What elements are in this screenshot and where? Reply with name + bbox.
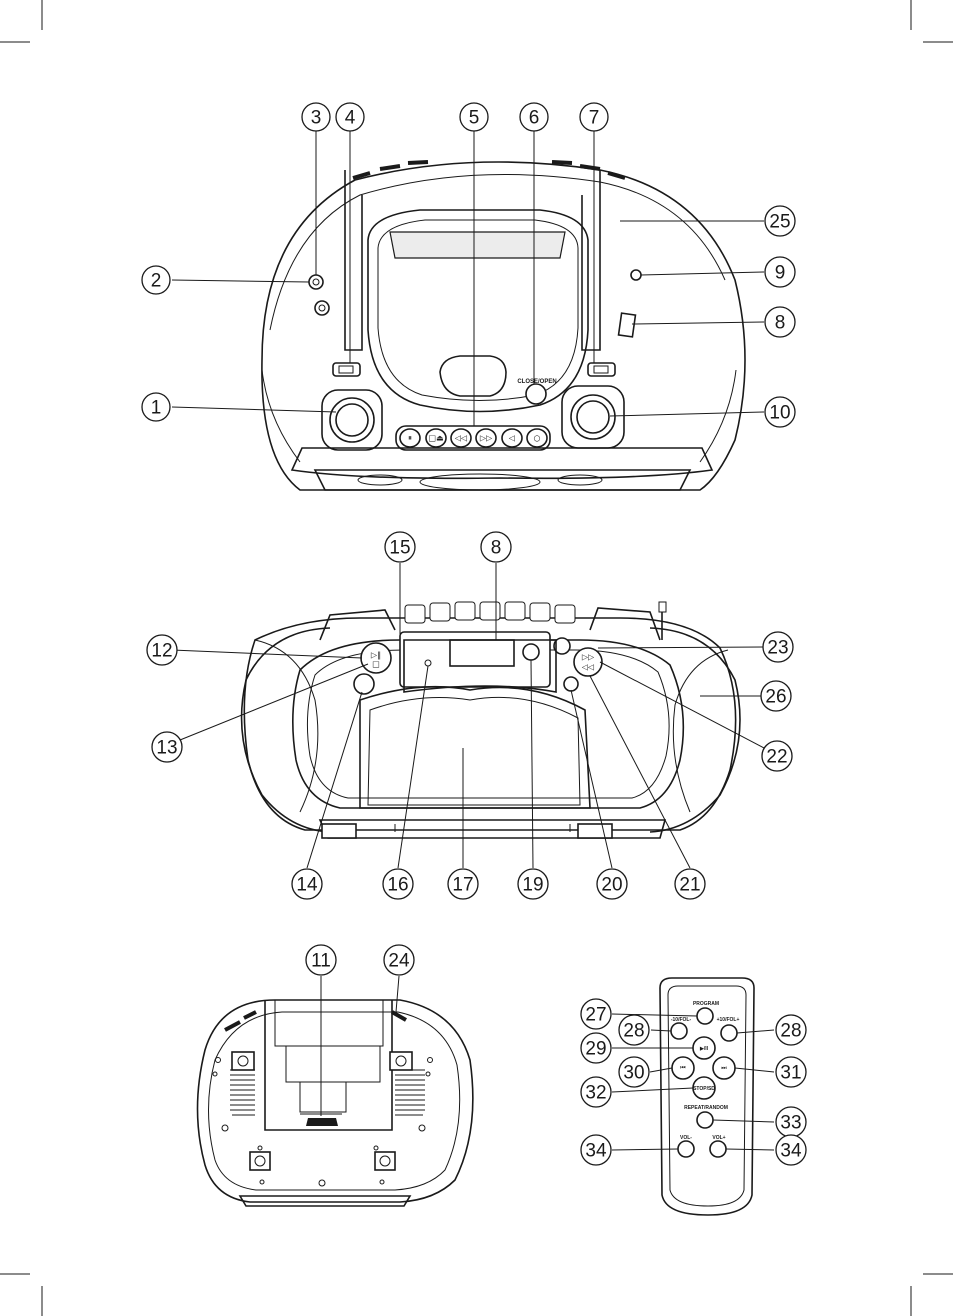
svg-text:6: 6	[529, 108, 540, 129]
callout-26: 26	[761, 681, 791, 711]
callout-8-top: 8	[765, 307, 795, 337]
callout-34-left: 34	[581, 1135, 611, 1165]
callout-6: 6	[520, 103, 548, 131]
svg-text:31: 31	[780, 1063, 801, 1084]
remote-control-drawing: PROGRAM -10/FOL- +10/FOL+ ▶/II ⏮ ⏭ STOP/…	[660, 978, 754, 1215]
program-label: PROGRAM	[693, 1001, 719, 1007]
svg-text:◁◁: ◁◁	[581, 663, 594, 672]
svg-text:21: 21	[679, 875, 700, 896]
transport-buttons: ⏸ □⏏ ◁◁ ▷▷ ◁ ○	[400, 429, 547, 447]
callout-13: 13	[152, 732, 182, 762]
svg-text:4: 4	[345, 108, 356, 129]
callout-34-right: 34	[776, 1135, 806, 1165]
close-open-label: CLOSE/OPEN	[517, 379, 556, 385]
svg-text:22: 22	[766, 747, 787, 768]
svg-text:2: 2	[151, 271, 162, 292]
svg-text:5: 5	[469, 108, 480, 129]
callout-28-left: 28	[619, 1015, 649, 1045]
callout-12: 12	[147, 635, 177, 665]
callout-29: 29	[581, 1033, 611, 1063]
callout-10: 10	[765, 397, 795, 427]
callout-19: 19	[518, 869, 548, 899]
svg-text:8: 8	[775, 313, 786, 334]
callout-3: 3	[302, 103, 330, 131]
svg-text:33: 33	[780, 1113, 801, 1134]
minus10-fol-label: -10/FOL-	[671, 1017, 692, 1023]
play-pause-icon: ⏸	[408, 434, 412, 443]
rewind-icon: ◁◁	[454, 434, 467, 443]
svg-text:11: 11	[311, 951, 331, 972]
svg-text:17: 17	[452, 875, 473, 896]
mode-icon: ◁	[508, 434, 515, 443]
svg-text:⏮: ⏮	[680, 1065, 686, 1072]
callout-25: 25	[765, 206, 795, 236]
svg-text:8: 8	[491, 538, 502, 559]
callout-22: 22	[762, 741, 792, 771]
callout-2: 2	[142, 266, 170, 294]
callout-9: 9	[765, 257, 795, 287]
callout-4: 4	[336, 103, 364, 131]
callout-20: 20	[597, 869, 627, 899]
svg-text:10: 10	[769, 403, 790, 424]
svg-text:34: 34	[585, 1141, 607, 1162]
svg-text:9: 9	[775, 263, 786, 284]
callout-30: 30	[619, 1057, 649, 1087]
svg-text:14: 14	[296, 875, 318, 896]
svg-text:7: 7	[589, 108, 600, 129]
svg-text:26: 26	[765, 687, 786, 708]
svg-text:19: 19	[522, 875, 543, 896]
svg-text:⏭: ⏭	[721, 1065, 727, 1072]
callout-8-front: 8	[481, 532, 511, 562]
svg-text:20: 20	[601, 875, 622, 896]
callout-24: 24	[384, 945, 414, 975]
repeat-random-label: REPEAT/RANDOM	[684, 1105, 728, 1111]
record-icon: ○	[534, 434, 541, 443]
svg-text:3: 3	[311, 108, 322, 129]
svg-text:16: 16	[387, 875, 408, 896]
svg-text:27: 27	[585, 1005, 606, 1026]
svg-text:28: 28	[780, 1021, 801, 1042]
callout-33: 33	[776, 1107, 806, 1137]
svg-text:□: □	[372, 660, 380, 669]
svg-text:28: 28	[623, 1021, 644, 1042]
callout-11: 11	[306, 945, 336, 975]
svg-text:23: 23	[767, 638, 788, 659]
top-view-drawing: CLOSE/OPEN ⏸ □⏏ ◁◁ ▷▷ ◁ ○	[262, 162, 745, 490]
svg-text:25: 25	[769, 212, 790, 233]
play-pause-label: ▶/II	[699, 1046, 709, 1052]
back-view-drawing	[198, 1000, 473, 1206]
vol-minus-label: VOL-	[680, 1135, 692, 1141]
callout-31: 31	[776, 1057, 806, 1087]
svg-text:12: 12	[151, 641, 172, 662]
play-pause-icon: ▷‖	[371, 651, 381, 660]
callout-5: 5	[460, 103, 488, 131]
callout-23: 23	[763, 632, 793, 662]
forward-icon: ▷▷	[480, 434, 493, 443]
front-view-drawing: ▷‖ □ ▷▷ ◁◁	[242, 602, 740, 838]
callout-7: 7	[580, 103, 608, 131]
callout-27: 27	[581, 999, 611, 1029]
stop-usb-label: STOP/SD	[693, 1086, 715, 1092]
callout-1: 1	[142, 393, 170, 421]
stop-eject-icon: □⏏	[428, 434, 443, 443]
callout-14: 14	[292, 869, 322, 899]
svg-text:1: 1	[151, 398, 162, 419]
vol-plus-label: VOL+	[712, 1135, 725, 1141]
svg-text:13: 13	[156, 738, 177, 759]
svg-text:▷▷: ▷▷	[582, 653, 595, 662]
callout-21: 21	[675, 869, 705, 899]
svg-text:30: 30	[623, 1063, 644, 1084]
svg-text:29: 29	[585, 1039, 606, 1060]
svg-text:34: 34	[780, 1141, 802, 1162]
callout-32: 32	[581, 1077, 611, 1107]
callout-15: 15	[385, 532, 415, 562]
callout-16: 16	[383, 869, 413, 899]
svg-text:24: 24	[388, 951, 410, 972]
callout-17: 17	[448, 869, 478, 899]
svg-text:32: 32	[585, 1083, 606, 1104]
svg-text:15: 15	[389, 538, 410, 559]
callout-28-right: 28	[776, 1015, 806, 1045]
plus10-fol-label: +10/FOL+	[717, 1017, 740, 1023]
